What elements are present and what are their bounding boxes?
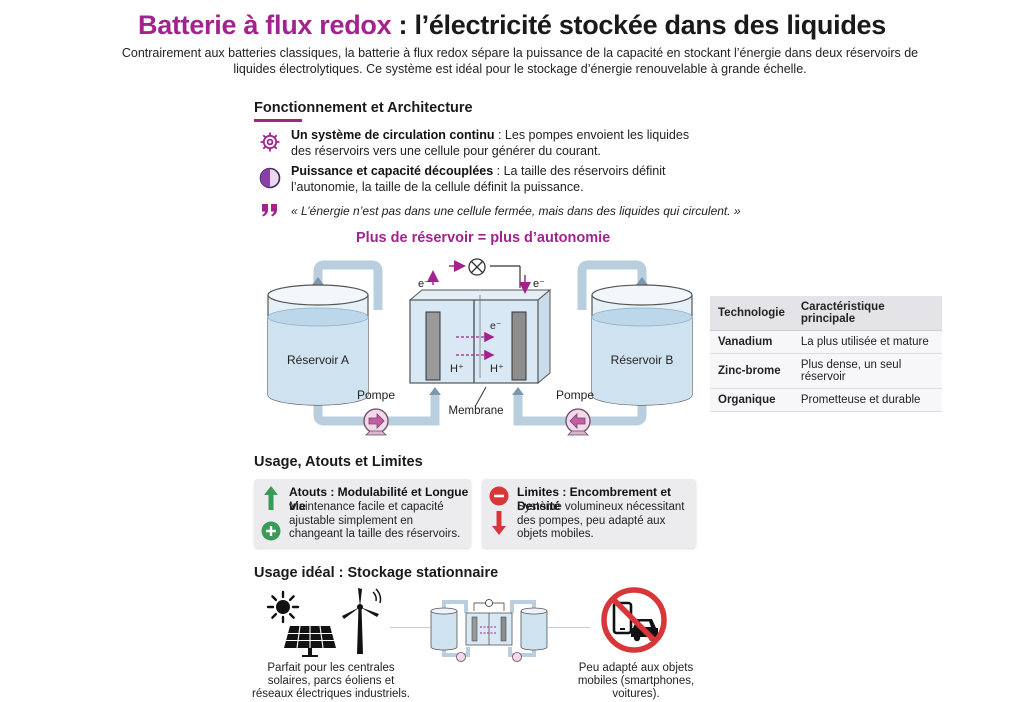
membrane-label: Membrane: [449, 405, 504, 417]
title-rest: : l’électricité stockée dans des liquide…: [391, 10, 887, 40]
electron-center-label: e⁻: [490, 320, 502, 332]
electrode-right: [511, 311, 527, 381]
flow-arrow-cell-in-left: [429, 387, 441, 395]
table-header: Caractéristique principale: [792, 296, 942, 331]
left-caption: Parfait pour les centrales solaires, par…: [252, 662, 410, 700]
diagram-subtitle: Plus de réservoir = plus d’autonomie: [356, 230, 611, 246]
proton-right-label: H⁺: [490, 363, 504, 375]
section-heading-usage: Usage, Atouts et Limites: [254, 454, 423, 470]
wind-turbine-icon: [342, 588, 382, 654]
mini-flow-battery-icon: [430, 599, 548, 662]
electrode-left: [425, 311, 441, 381]
proton-left-label: H⁺: [450, 363, 464, 375]
table-header-row: Technologie Caractéristique principale: [710, 296, 942, 331]
heading-underline: [254, 119, 302, 122]
pros-body: Maintenance facile et capacité ajustable…: [289, 501, 461, 540]
flow-battery-diagram: Réservoir A Réservoir B Pompe Pompe Memb…: [267, 258, 693, 436]
cons-body: Système volumineux nécessitant des pompe…: [517, 501, 685, 540]
cons-title: Limites : Encombrement et Densité: [517, 485, 672, 513]
pump-right-icon: [565, 408, 591, 436]
pump-left-icon: [363, 408, 389, 436]
right-caption: Peu adapté aux objets mobiles (smartphon…: [577, 662, 695, 700]
cons-card: Limites : Encombrement et Densité Systèm…: [482, 479, 696, 548]
tank-a: [267, 284, 369, 406]
pros-title: Atouts : Modulabilité et Longue vie: [289, 485, 469, 513]
tank-a-label: Réservoir A: [287, 353, 349, 367]
electron-right-label: e⁻: [533, 278, 545, 290]
arrow-up-icon: [264, 486, 278, 510]
sun-icon: [266, 590, 300, 624]
solar-panel-icon: [284, 625, 336, 657]
technology-table: Technologie Caractéristique principale V…: [710, 296, 942, 412]
external-circuit: [427, 258, 531, 294]
connector-line: [390, 627, 430, 628]
feature-decoupled: Puissance et capacité découplées : La ta…: [291, 164, 666, 194]
electron-left-label: e⁻: [418, 278, 430, 290]
quote-text: « L’énergie n’est pas dans une cellule f…: [291, 204, 741, 218]
flow-arrow-left-down: [312, 277, 324, 285]
minus-icon: [489, 486, 509, 506]
half-circle-icon: [259, 167, 281, 189]
tank-b-label: Réservoir B: [611, 353, 674, 367]
pros-card: Atouts : Modulabilité et Longue vie Main…: [254, 479, 471, 548]
feature-circulation: Un système de circulation continu : Les …: [291, 128, 690, 158]
title-accent: Batterie à flux redox: [138, 10, 392, 40]
pump-left-label: Pompe: [357, 388, 395, 402]
flow-arrow-right-down: [636, 277, 648, 285]
no-mobile-icon: [601, 587, 667, 653]
plus-icon: [261, 521, 281, 541]
table-header: Technologie: [710, 296, 793, 331]
tank-b: [591, 284, 693, 406]
section-heading-ideal: Usage idéal : Stockage stationnaire: [254, 565, 499, 581]
connector-line: [548, 627, 590, 628]
membrane-pointer: [475, 386, 487, 406]
page-title: Batterie à flux redox : l’électricité st…: [0, 10, 1024, 41]
quote-icon: [262, 204, 277, 217]
arrow-down-icon: [492, 511, 506, 535]
flow-arrow-cell-in-right: [512, 387, 524, 395]
gear-icon: [260, 132, 280, 152]
intro-text: Contrairement aux batteries classiques, …: [121, 46, 919, 76]
pump-right-label: Pompe: [556, 388, 594, 402]
cell: [408, 288, 552, 406]
pipes: [313, 260, 647, 426]
section-heading-architecture: Fonctionnement et Architecture: [254, 100, 473, 116]
